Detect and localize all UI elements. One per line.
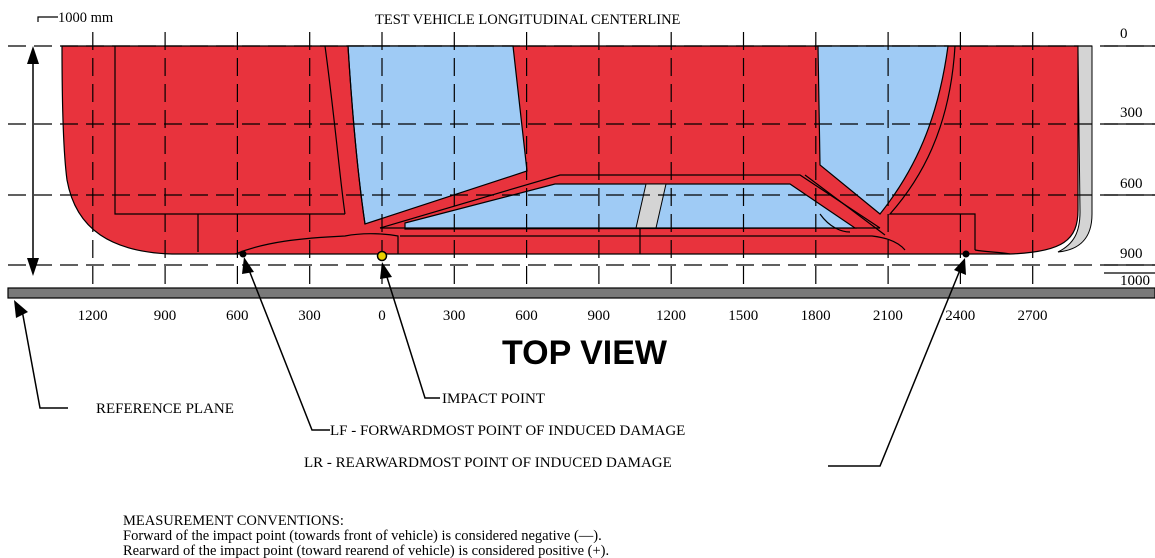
- x-tick-label: 1200: [78, 308, 108, 324]
- x-tick-label: 2100: [873, 308, 903, 324]
- lr-label: LR - REARWARDMOST POINT OF INDUCED DAMAG…: [304, 455, 672, 471]
- height-dimension-arrow: [27, 46, 39, 276]
- body-outline-details: [114, 45, 1011, 255]
- y-tick-labels: 0 300 600 900 1000: [1120, 26, 1150, 289]
- x-tick-label: 1500: [728, 308, 758, 324]
- x-tick-labels: 1200 900 600 300 0 300 600 900 1200 1500 1800 2100 2…: [78, 308, 1048, 324]
- view-label: TOP VIEW: [502, 334, 668, 372]
- impact-point-marker: [376, 250, 388, 262]
- measurement-conventions: MEASUREMENT CONVENTIONS: Forward of the …: [123, 514, 1123, 558]
- x-tick-label: 2700: [1018, 308, 1048, 324]
- y-tick-label: 0: [1120, 26, 1128, 42]
- x-tick-label: 900: [154, 308, 177, 324]
- lr-damage-marker: [962, 250, 970, 258]
- x-tick-label: 900: [588, 308, 611, 324]
- x-tick-label: 300: [298, 308, 321, 324]
- lf-label: LF - FORWARDMOST POINT OF INDUCED DAMAGE: [330, 423, 685, 439]
- conventions-positive: Rearward of the impact point (toward rea…: [123, 543, 610, 558]
- y-tick-label: 600: [1120, 176, 1143, 192]
- impact-point-leader: [380, 262, 440, 399]
- vehicle-top-view-diagram: TEST VEHICLE LONGITUDINAL CENTERLINE 100…: [7, 10, 1155, 471]
- x-tick-label: 600: [226, 308, 249, 324]
- y-tick-label: 300: [1120, 105, 1143, 121]
- x-tick-label: 600: [515, 308, 538, 324]
- y-tick-label: 1000: [1120, 273, 1150, 289]
- lf-leader: [242, 257, 330, 431]
- rear-bumper: [1057, 45, 1093, 253]
- conventions-negative: Forward of the impact point (towards fro…: [123, 528, 602, 544]
- rear-window: [817, 45, 949, 215]
- horizontal-gridlines: [8, 45, 1155, 274]
- scale-label-leader: [37, 16, 58, 22]
- x-tick-label: 2400: [945, 308, 975, 324]
- reference-plane-label: REFERENCE PLANE: [96, 401, 234, 417]
- x-tick-label: 0: [378, 308, 386, 324]
- x-tick-label: 300: [443, 308, 466, 324]
- reference-plane-leader: [14, 300, 68, 409]
- x-tick-label: 1200: [656, 308, 686, 324]
- scale-label: 1000 mm: [58, 10, 114, 26]
- diagram-title: TEST VEHICLE LONGITUDINAL CENTERLINE: [375, 12, 681, 28]
- y-tick-label: 900: [1120, 246, 1143, 262]
- reference-plane-bar: [7, 287, 1155, 299]
- conventions-heading: MEASUREMENT CONVENTIONS:: [123, 513, 344, 529]
- lf-damage-marker: [239, 250, 247, 258]
- lr-leader: [828, 258, 966, 467]
- x-tick-label: 1800: [801, 308, 831, 324]
- impact-point-label: IMPACT POINT: [442, 391, 545, 407]
- vertical-gridlines: [92, 32, 1034, 288]
